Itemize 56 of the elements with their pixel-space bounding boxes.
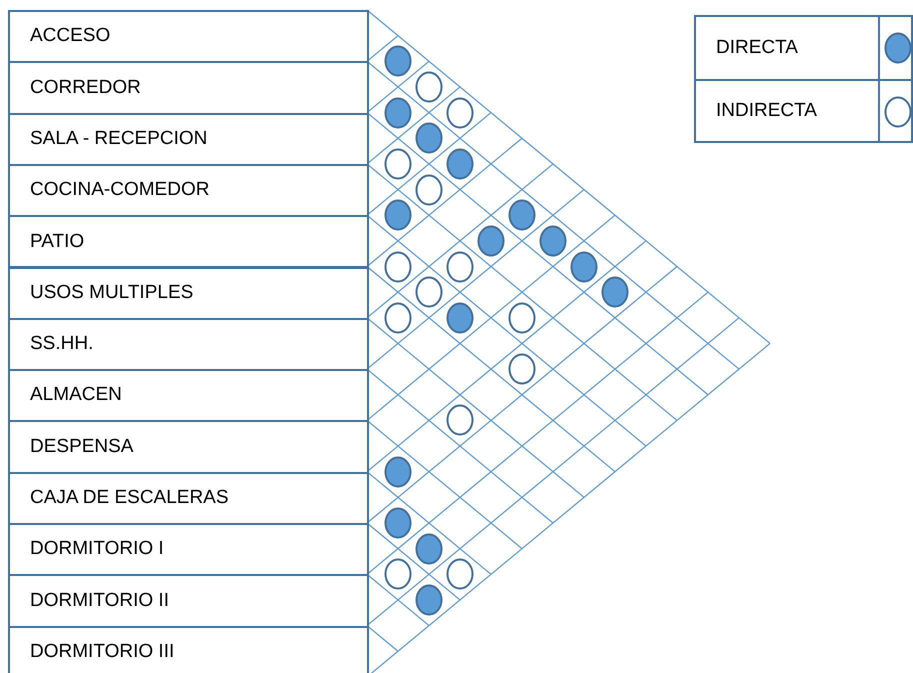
room-name: PATIO [30,230,84,254]
open-circle [384,302,412,334]
room-name: ACCESO [30,24,110,48]
room-name: SS.HH. [30,332,94,356]
filled-circle [539,224,567,257]
room-name: COCINA-COMEDOR [30,178,210,202]
filled-circle [446,148,474,180]
room-row [8,164,369,218]
open-circle [384,250,412,282]
filled-circle [415,532,443,565]
filled-circle [415,584,443,616]
room-row [8,574,369,628]
room-name: DORMITORIO III [30,640,174,664]
open-circle [446,96,474,129]
filled-circle [446,302,474,334]
open-circle [415,174,443,206]
room-row [8,112,369,166]
room-row [8,266,369,320]
room-name: DESPENSA [30,434,134,459]
legend-text: DIRECTA [716,36,798,60]
room-row [8,318,369,372]
room-name: SALA - RECEPCION [30,126,208,151]
room-name: CAJA DE ESCALERAS [30,486,229,510]
open-circle [508,302,536,334]
filled-circle [384,199,412,232]
open-circle [446,404,474,436]
room-row [8,61,369,115]
open-circle [508,353,536,386]
filled-circle [570,250,598,282]
open-circle [415,276,443,308]
room-name: ALMACEN [30,383,122,408]
room-name: USOS MULTIPLES [30,280,194,305]
room-row [8,215,369,268]
filled-circle [384,507,412,539]
room-name: CORREDOR [30,76,141,100]
filled-circle [384,456,412,488]
open-circle [384,148,412,180]
room-row [8,369,369,422]
filled-circle [601,276,629,308]
legend-text: INDIRECTA [716,98,817,123]
room-row [8,10,369,64]
room-row [8,472,369,525]
filled-circle [477,224,505,257]
room-name: DORMITORIO II [30,588,169,613]
room-name: DORMITORIO I [30,537,164,562]
filled-circle [415,122,443,154]
open-circle [446,558,474,590]
filled-circle [508,199,536,232]
filled-circle [384,45,412,78]
open-circle [415,70,443,103]
open-circle [384,558,412,590]
filled-circle [384,96,412,129]
open-circle [446,250,474,282]
room-row [8,420,369,474]
room-row [8,626,369,673]
room-row [8,523,369,576]
